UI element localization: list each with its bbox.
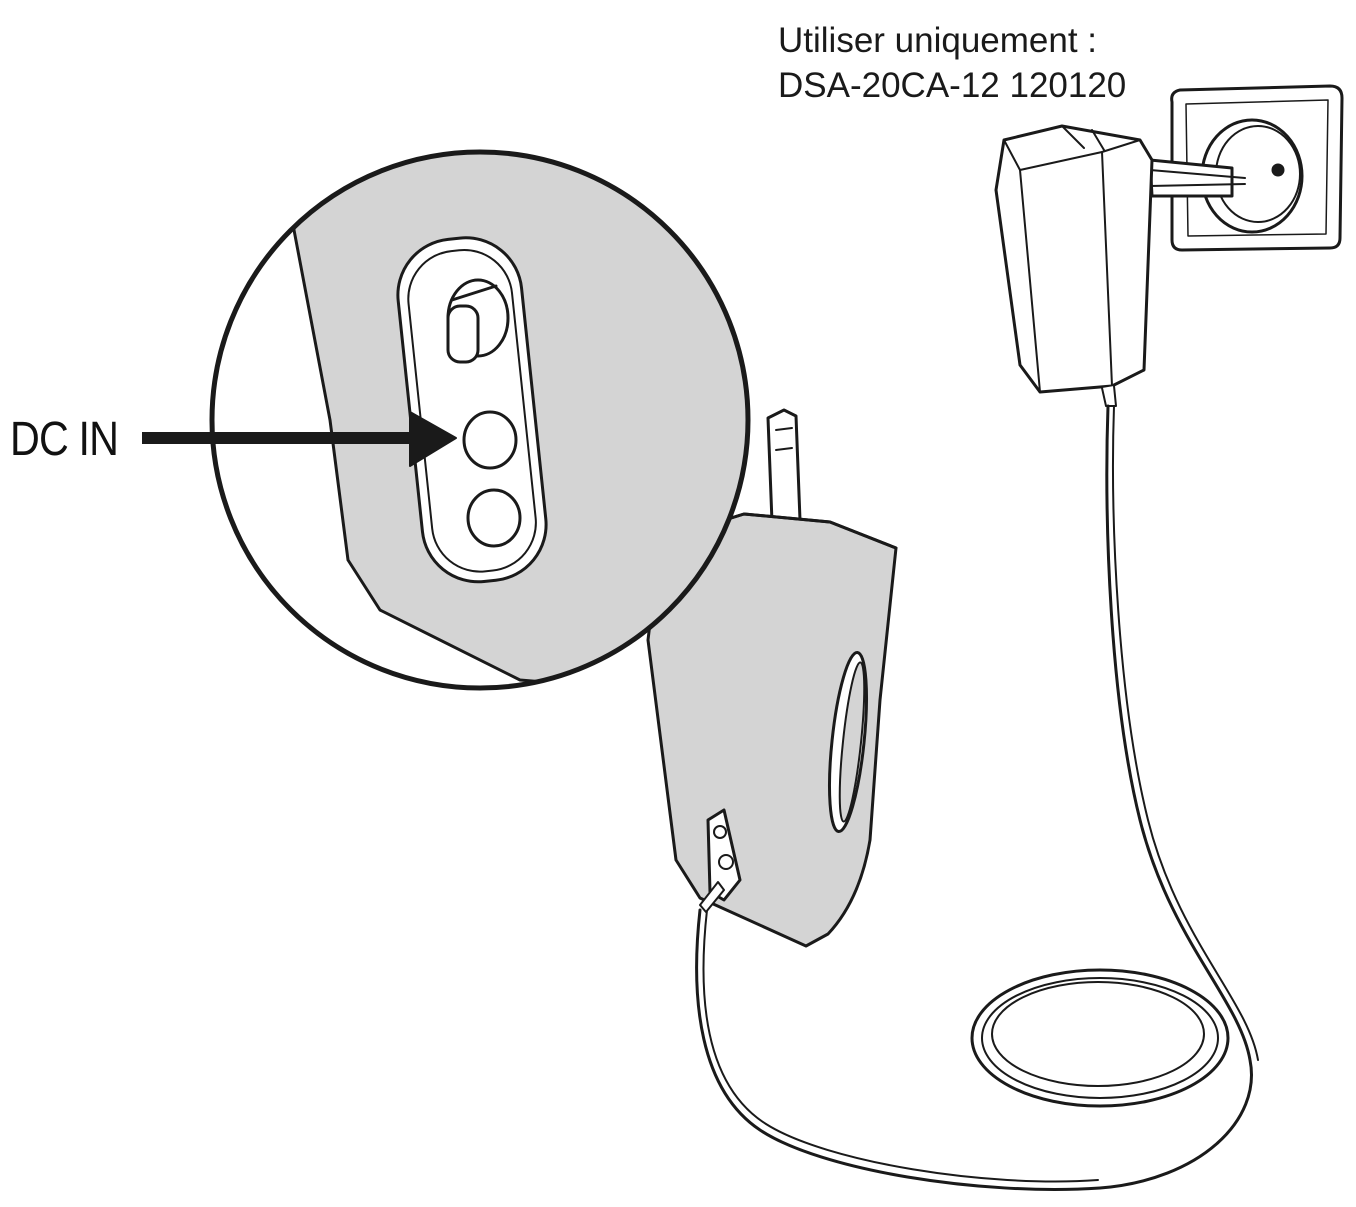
arrow	[142, 411, 457, 467]
usage-note-line-1: Utiliser uniquement :	[778, 21, 1098, 60]
wall-socket	[1170, 84, 1344, 252]
dc-in-label: DC IN	[10, 413, 119, 466]
device-housing	[646, 408, 898, 948]
usage-note: Utiliser uniquement : DSA-20CA-12 120120	[778, 18, 1218, 108]
power-adapter	[994, 124, 1246, 407]
cable	[695, 404, 1259, 1191]
zoom-circle	[209, 149, 751, 691]
usage-note-line-2: DSA-20CA-12 120120	[778, 66, 1127, 105]
